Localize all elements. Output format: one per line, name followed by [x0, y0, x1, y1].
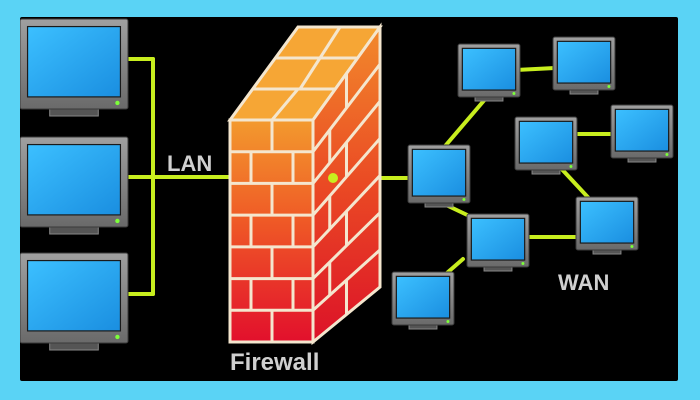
computers	[20, 18, 674, 351]
wan-link-gateway-topleft	[438, 95, 489, 154]
wan-computer-bottom-left	[391, 271, 455, 330]
wan-label: WAN	[558, 270, 610, 295]
wan-computer-center	[466, 213, 530, 272]
firewall-front-face	[228, 118, 315, 344]
wan-computer-middle-left	[514, 116, 578, 175]
firewall-wall	[227, 22, 383, 346]
wan-link-top	[514, 66, 557, 72]
diagram-canvas: LAN WAN Firewall	[20, 17, 678, 381]
lan-label: LAN	[167, 151, 213, 176]
wan-computer-middle-right	[610, 104, 674, 163]
wan-computer-top-right	[552, 36, 616, 95]
lan-computer-1	[20, 18, 129, 117]
firewall-mortar	[230, 26, 382, 342]
lan-computer-2	[20, 136, 129, 235]
firewall-label: Firewall	[230, 349, 320, 376]
wan-computer-right	[575, 196, 639, 255]
wan-computer-gateway	[407, 144, 471, 208]
network-diagram	[20, 18, 674, 351]
wan-computer-top-left	[457, 43, 521, 102]
firewall-connection-dot	[328, 173, 338, 183]
lan-computer-3	[20, 252, 129, 351]
